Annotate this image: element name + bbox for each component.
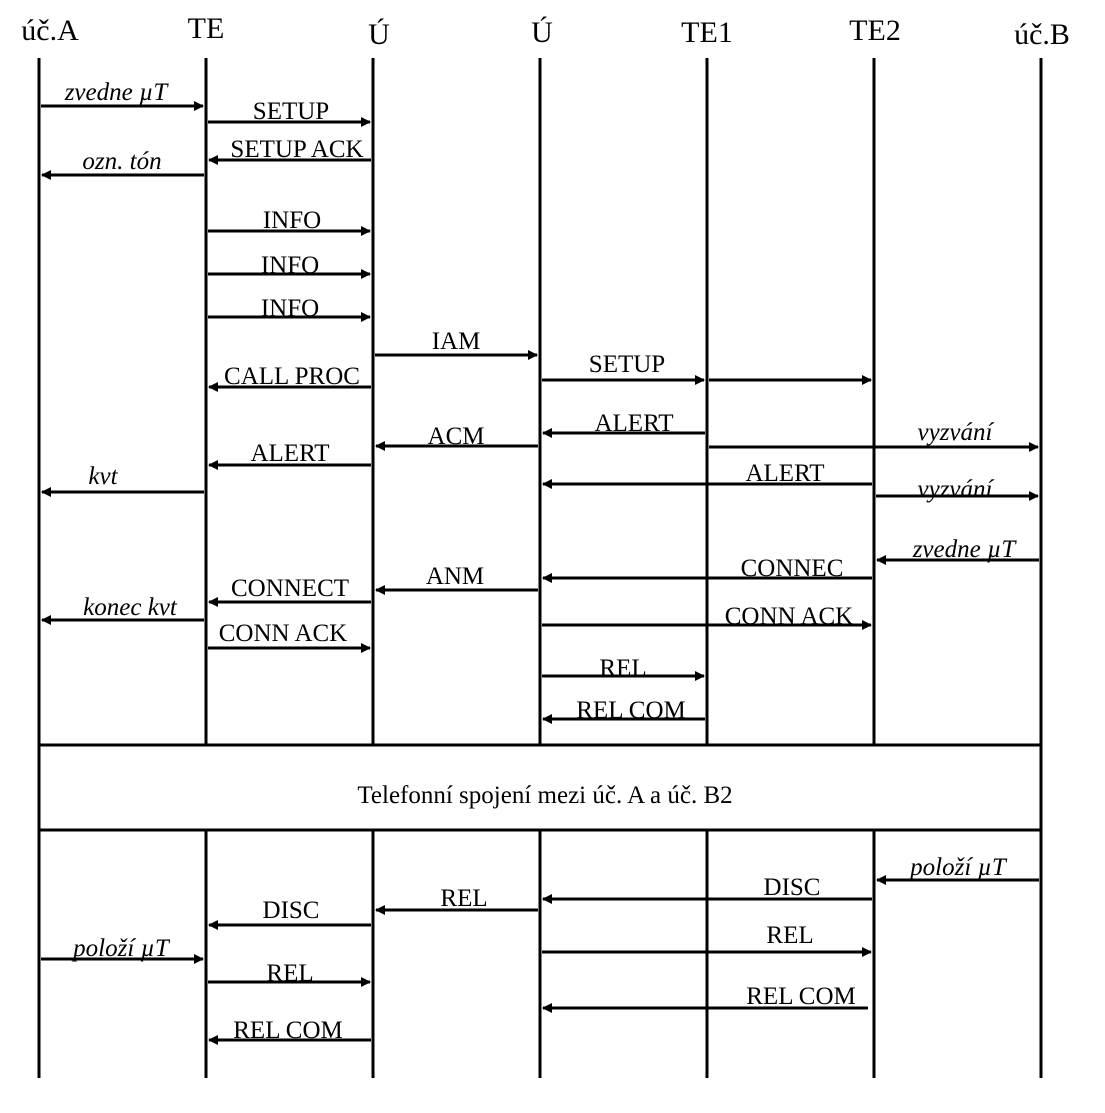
svg-text:vyzvání: vyzvání xyxy=(918,476,995,503)
svg-text:REL COM: REL COM xyxy=(576,697,686,724)
svg-text:konec kvt: konec kvt xyxy=(83,594,178,621)
svg-text:REL: REL xyxy=(599,655,646,682)
msg-konec-kvt: konec kvt xyxy=(41,594,204,625)
msg-zvedne-ut-b: zvedne µT xyxy=(876,536,1039,565)
connection-band xyxy=(37,743,1043,832)
svg-text:CALL PROC: CALL PROC xyxy=(224,363,360,390)
msg-connec: CONNEC xyxy=(542,555,872,583)
svg-text:DISC: DISC xyxy=(764,874,821,901)
svg-text:kvt: kvt xyxy=(88,463,118,490)
svg-text:ALERT: ALERT xyxy=(594,410,673,437)
svg-text:CONN ACK: CONN ACK xyxy=(725,603,854,630)
svg-text:SETUP: SETUP xyxy=(253,98,329,125)
msg-ozn-ton: ozn. tón xyxy=(41,148,204,180)
msg-acm: ACM xyxy=(375,423,538,451)
svg-text:položí µT: položí µT xyxy=(908,854,1008,881)
msg-call-proc: CALL PROC xyxy=(208,363,371,392)
svg-text:zvedne µT: zvedne µT xyxy=(64,79,170,106)
svg-text:SETUP: SETUP xyxy=(589,351,665,378)
svg-text:REL COM: REL COM xyxy=(233,1017,343,1044)
svg-text:zvedne µT: zvedne µT xyxy=(912,536,1018,563)
svg-text:REL: REL xyxy=(266,960,313,987)
msg-iam: IAM xyxy=(375,328,538,360)
svg-text:ACM: ACM xyxy=(428,423,485,450)
msg-rel-te: REL xyxy=(208,960,371,987)
participant-label-uc-a: úč.A xyxy=(21,14,79,47)
msg-setup-1: SETUP xyxy=(208,98,371,127)
msg-anm: ANM xyxy=(375,563,538,595)
msg-polozi-ut-b: položí µT xyxy=(876,854,1039,885)
msg-connect: CONNECT xyxy=(208,575,371,607)
msg-conn-ack-te2: CONN ACK xyxy=(542,603,872,630)
msg-conn-ack-te: CONN ACK xyxy=(208,620,371,653)
msg-alert-te2: ALERT xyxy=(542,460,872,489)
msg-info-2: INFO xyxy=(208,252,371,279)
svg-text:položí µT: položí µT xyxy=(71,935,171,962)
msg-vyzvani-1: vyzvání xyxy=(709,419,1039,452)
msg-rel-com-1: REL COM xyxy=(542,697,705,724)
svg-text:INFO: INFO xyxy=(261,252,319,279)
svg-text:IAM: IAM xyxy=(432,328,481,355)
msg-kvt: kvt xyxy=(41,463,204,497)
participant-label-u2: Ú xyxy=(531,16,553,49)
svg-text:INFO: INFO xyxy=(261,295,319,322)
participant-label-te: TE xyxy=(188,12,225,45)
msg-disc-u1: DISC xyxy=(208,897,371,930)
msg-zvedne-ut-a: zvedne µT xyxy=(41,79,204,111)
msg-info-3: INFO xyxy=(208,295,371,322)
msg-setup-2: SETUP xyxy=(542,351,705,385)
participant-label-u1: Ú xyxy=(368,18,390,51)
svg-text:SETUP ACK: SETUP ACK xyxy=(230,136,363,163)
svg-text:INFO: INFO xyxy=(263,207,321,234)
svg-text:REL: REL xyxy=(440,885,487,912)
svg-text:DISC: DISC xyxy=(263,897,320,924)
svg-text:REL COM: REL COM xyxy=(746,983,856,1010)
svg-text:CONNECT: CONNECT xyxy=(231,575,349,602)
connection-band-label: Telefonní spojení mezi úč. A a úč. B2 xyxy=(357,782,732,809)
msg-rel-1: REL xyxy=(542,655,705,682)
msg-alert-u1: ALERT xyxy=(208,440,371,470)
msg-rel-u2: REL xyxy=(375,885,538,915)
svg-text:ANM: ANM xyxy=(426,563,484,590)
svg-text:ALERT: ALERT xyxy=(745,460,824,487)
msg-rel-com-te2: REL COM xyxy=(542,983,868,1013)
msg-info-1: INFO xyxy=(208,207,371,236)
svg-text:CONN ACK: CONN ACK xyxy=(219,620,348,647)
svg-text:REL: REL xyxy=(766,922,813,949)
svg-text:ALERT: ALERT xyxy=(250,440,329,467)
msg-setup-ack: SETUP ACK xyxy=(208,136,371,165)
msg-rel-te2: REL xyxy=(542,922,872,957)
msg-vyzvani-2: vyzvání xyxy=(876,476,1039,503)
participant-label-uc-b: úč.B xyxy=(1014,18,1070,51)
msg-polozi-ut-a: položí µT xyxy=(41,935,204,964)
msg-disc-te2: DISC xyxy=(542,874,872,904)
svg-text:CONNEC: CONNEC xyxy=(741,555,844,582)
participant-label-te1: TE1 xyxy=(681,16,733,49)
msg-rel-com-u1: REL COM xyxy=(208,1017,371,1045)
participant-label-te2: TE2 xyxy=(849,14,901,47)
svg-text:ozn. tón: ozn. tón xyxy=(82,148,161,175)
svg-text:vyzvání: vyzvání xyxy=(918,419,995,446)
msg-alert-te1: ALERT xyxy=(542,410,705,438)
